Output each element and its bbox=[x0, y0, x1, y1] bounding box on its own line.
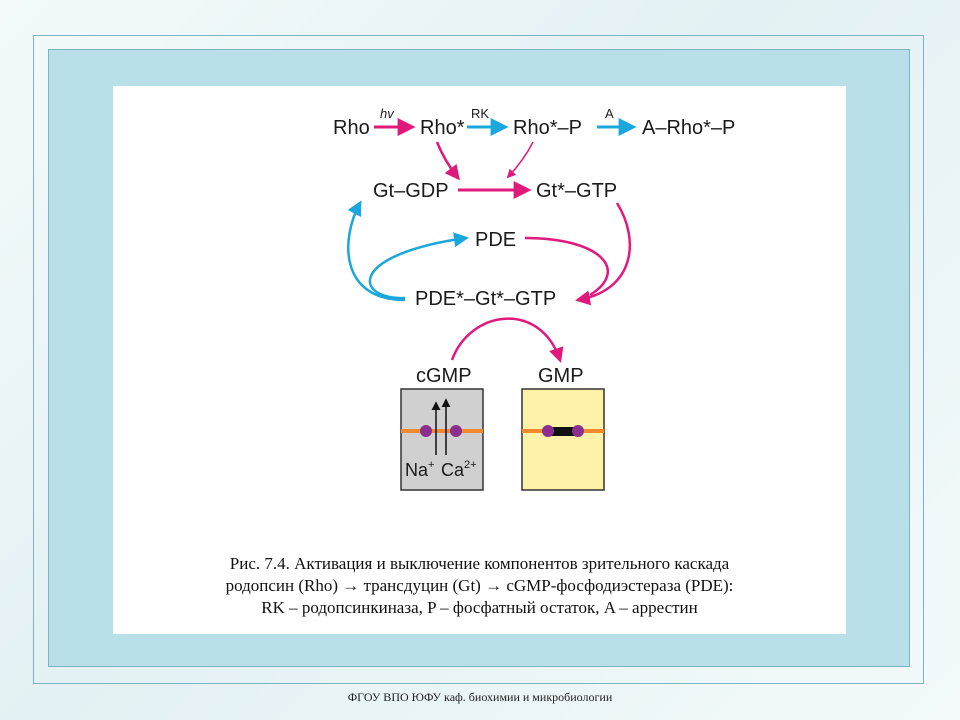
open-channel-box bbox=[400, 388, 484, 491]
outer-frame bbox=[33, 35, 924, 684]
node-cgmp: cGMP bbox=[416, 365, 472, 387]
closed-channel-box bbox=[521, 388, 605, 491]
open-channel-right-subunit bbox=[450, 425, 462, 437]
closed-channel-left-subunit bbox=[542, 425, 554, 437]
label-hv: hv bbox=[380, 106, 395, 121]
arrow-gt-gtp-to-complex bbox=[575, 202, 631, 306]
node-gt-star-gtp: Gt*–GTP bbox=[536, 180, 617, 202]
footer-institution: ФГОУ ВПО ЮФУ каф. биохимии и микробиолог… bbox=[347, 690, 613, 704]
label-a: A bbox=[605, 106, 614, 121]
caption-line-3: RK – родопсинкиназа, P – фосфатный остат… bbox=[261, 598, 698, 617]
node-rho-star-p: Rho*–P bbox=[513, 117, 582, 139]
arrow-complex-to-pde bbox=[368, 232, 469, 300]
node-gt-gdp: Gt–GDP bbox=[373, 180, 449, 202]
node-a-rho-star-p: A–Rho*–P bbox=[642, 117, 735, 139]
arrow-rho-star-activates-gt bbox=[435, 141, 460, 181]
figure-caption: Рис. 7.4. Активация и выключение компоне… bbox=[113, 553, 846, 619]
arrow-pde-to-complex bbox=[524, 236, 610, 297]
node-gmp: GMP bbox=[538, 365, 584, 387]
caption-line-1: Рис. 7.4. Активация и выключение компоне… bbox=[229, 554, 730, 573]
open-channel-left-subunit bbox=[420, 425, 432, 437]
arrow-cgmp-to-gmp bbox=[450, 317, 564, 363]
ion-na: Na+ bbox=[405, 459, 434, 480]
node-rho: Rho bbox=[333, 117, 370, 139]
figure-panel bbox=[113, 86, 846, 634]
arrow-rho-star-p-activates-gt bbox=[506, 141, 534, 179]
node-pde: PDE bbox=[475, 229, 516, 251]
closed-channel-right-subunit bbox=[572, 425, 584, 437]
label-rk: RK bbox=[471, 106, 489, 121]
closed-channel-bar bbox=[548, 427, 578, 436]
node-rho-star: Rho* bbox=[420, 117, 465, 139]
ion-ca: Ca2+ bbox=[441, 459, 477, 480]
caption-line-2: родопсин (Rho) → трансдуцин (Gt) → cGMP-… bbox=[225, 576, 734, 595]
arrow-complex-to-gt-gdp bbox=[347, 200, 406, 302]
node-pde-gt-gtp-complex: PDE*–Gt*–GTP bbox=[415, 288, 556, 310]
